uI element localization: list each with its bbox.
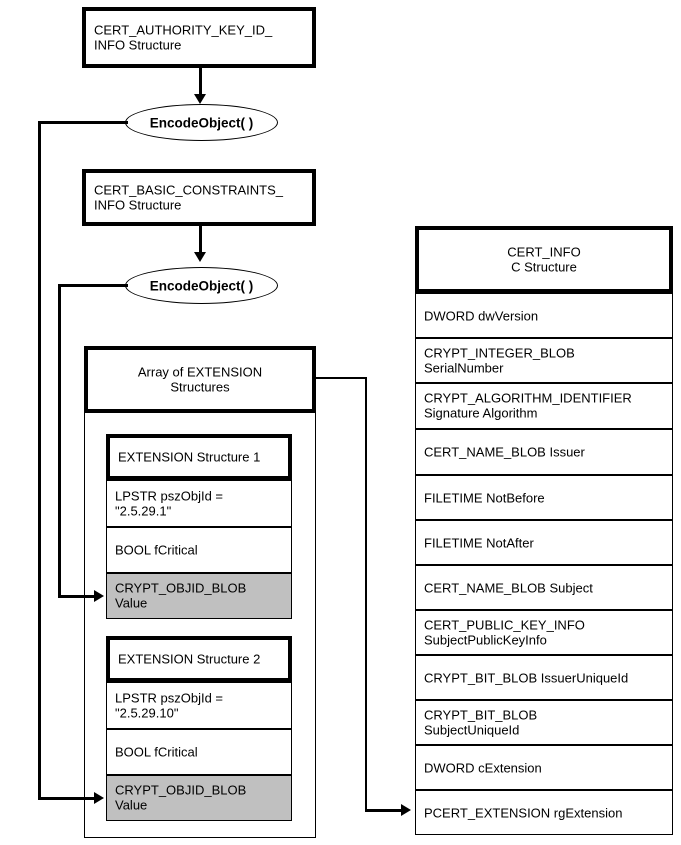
cert-info-row-notafter: FILETIME NotAfter bbox=[415, 520, 673, 565]
extension-structure-2-row-fcritical-label: BOOL fCritical bbox=[115, 744, 198, 760]
extension-structure-1-header-label: EXTENSION Structure 1 bbox=[118, 449, 261, 465]
connector-array-down-rail bbox=[365, 377, 367, 810]
cert-info-row-signature-algorithm: CRYPT_ALGORITHM_IDENTIFIER Signature Alg… bbox=[415, 383, 673, 429]
array-of-extension-structures-label: Array of EXTENSION Structures bbox=[137, 364, 263, 395]
connector-basicconstraints-to-encode2 bbox=[199, 226, 202, 254]
arrowhead-encode2-to-ext1-value bbox=[94, 590, 104, 602]
encode-object-label-1: EncodeObject( ) bbox=[149, 115, 254, 130]
connector-encode1-to-ext2-value bbox=[38, 797, 96, 800]
cert-basic-constraints-info-label: CERT_BASIC_CONSTRAINTS_ INFO Structure bbox=[94, 182, 284, 213]
connector-array-right-stub bbox=[316, 377, 367, 379]
extension-structure-1-row-fcritical-label: BOOL fCritical bbox=[115, 542, 198, 558]
extension-structure-1-row-pszobjid-label: LPSTR pszObjId = "2.5.29.1" bbox=[115, 488, 224, 519]
cert-info-row-cextension-label: DWORD cExtension bbox=[424, 759, 542, 775]
cert-info-row-notafter-label: FILETIME NotAfter bbox=[424, 534, 534, 550]
connector-encode2-to-ext1-value bbox=[58, 595, 96, 598]
encode-object-ellipse-2: EncodeObject( ) bbox=[125, 267, 278, 304]
cert-info-row-rgextension: PCERT_EXTENSION rgExtension bbox=[415, 790, 673, 835]
arrowhead-basicconstraints-to-encode2 bbox=[194, 252, 206, 262]
array-of-extension-structures-box: Array of EXTENSION Structures bbox=[84, 346, 316, 413]
cert-info-row-dwversion: DWORD dwVersion bbox=[415, 293, 673, 338]
encode-object-ellipse-1: EncodeObject( ) bbox=[125, 104, 278, 141]
cert-info-row-cextension: DWORD cExtension bbox=[415, 745, 673, 790]
cert-info-row-rgextension-label: PCERT_EXTENSION rgExtension bbox=[424, 804, 623, 820]
extension-structure-2-header-label: EXTENSION Structure 2 bbox=[118, 651, 261, 667]
cert-info-row-subjectpublickeyinfo-label: CERT_PUBLIC_KEY_INFO SubjectPublicKeyInf… bbox=[424, 617, 585, 648]
cert-info-row-subject-label: CERT_NAME_BLOB Subject bbox=[424, 579, 593, 595]
cert-info-row-dwversion-label: DWORD dwVersion bbox=[424, 307, 539, 323]
extension-structure-1-header: EXTENSION Structure 1 bbox=[106, 434, 292, 480]
cert-info-row-issueruniqueid: CRYPT_BIT_BLOB IssuerUniqueId bbox=[415, 655, 673, 700]
cert-authority-key-id-info-label: CERT_AUTHORITY_KEY_ID_ INFO Structure bbox=[94, 22, 273, 53]
connector-encode1-down-rail bbox=[38, 121, 41, 800]
connector-encode2-down-rail bbox=[58, 284, 61, 598]
cert-info-row-subjectpublickeyinfo: CERT_PUBLIC_KEY_INFO SubjectPublicKeyInf… bbox=[415, 610, 673, 655]
arrowhead-array-to-rgextension bbox=[401, 804, 411, 816]
extension-structure-1-row-fcritical: BOOL fCritical bbox=[106, 527, 292, 573]
cert-info-row-issuer: CERT_NAME_BLOB Issuer bbox=[415, 429, 673, 475]
encode-object-label-2: EncodeObject( ) bbox=[149, 278, 254, 293]
cert-info-row-notbefore: FILETIME NotBefore bbox=[415, 475, 673, 520]
arrowhead-encode1-to-ext2-value bbox=[94, 792, 104, 804]
cert-basic-constraints-info-box: CERT_BASIC_CONSTRAINTS_ INFO Structure bbox=[82, 169, 316, 226]
cert-info-row-issuer-label: CERT_NAME_BLOB Issuer bbox=[424, 444, 585, 460]
extension-structure-2-row-pszobjid-label: LPSTR pszObjId = "2.5.29.10" bbox=[115, 690, 224, 721]
extension-structure-2-row-fcritical: BOOL fCritical bbox=[106, 729, 292, 775]
connector-encode1-left-stub bbox=[38, 121, 128, 124]
cert-info-row-notbefore-label: FILETIME NotBefore bbox=[424, 489, 545, 505]
extension-structure-2-row-pszobjid: LPSTR pszObjId = "2.5.29.10" bbox=[106, 682, 292, 729]
cert-info-header-box: CERT_INFO C Structure bbox=[415, 226, 673, 293]
extension-structure-1-row-value: CRYPT_OBJID_BLOB Value bbox=[106, 573, 292, 619]
connector-array-to-rgextension bbox=[365, 809, 403, 812]
cert-info-row-subjectuniqueid: CRYPT_BIT_BLOB SubjectUniqueId bbox=[415, 700, 673, 745]
cert-info-row-serialnumber: CRYPT_INTEGER_BLOB SerialNumber bbox=[415, 338, 673, 383]
connector-encode2-left-stub bbox=[58, 284, 128, 287]
cert-info-row-issueruniqueid-label: CRYPT_BIT_BLOB IssuerUniqueId bbox=[424, 669, 629, 685]
connector-authkey-to-encode1 bbox=[199, 68, 202, 96]
extension-structure-2-row-value-label: CRYPT_OBJID_BLOB Value bbox=[115, 782, 247, 813]
cert-info-row-serialnumber-label: CRYPT_INTEGER_BLOB SerialNumber bbox=[424, 345, 575, 376]
extension-structure-1-row-pszobjid: LPSTR pszObjId = "2.5.29.1" bbox=[106, 480, 292, 527]
cert-authority-key-id-info-box: CERT_AUTHORITY_KEY_ID_ INFO Structure bbox=[82, 7, 316, 68]
cert-info-row-subject: CERT_NAME_BLOB Subject bbox=[415, 565, 673, 610]
cert-info-row-signature-algorithm-label: CRYPT_ALGORITHM_IDENTIFIER Signature Alg… bbox=[424, 390, 632, 421]
arrowhead-authkey-to-encode1 bbox=[194, 94, 206, 104]
cert-info-header-label: CERT_INFO C Structure bbox=[507, 244, 581, 275]
extension-structure-1-row-value-label: CRYPT_OBJID_BLOB Value bbox=[115, 580, 247, 611]
extension-structure-2-row-value: CRYPT_OBJID_BLOB Value bbox=[106, 775, 292, 821]
cert-info-row-subjectuniqueid-label: CRYPT_BIT_BLOB SubjectUniqueId bbox=[424, 707, 538, 738]
extension-structure-2-header: EXTENSION Structure 2 bbox=[106, 636, 292, 682]
